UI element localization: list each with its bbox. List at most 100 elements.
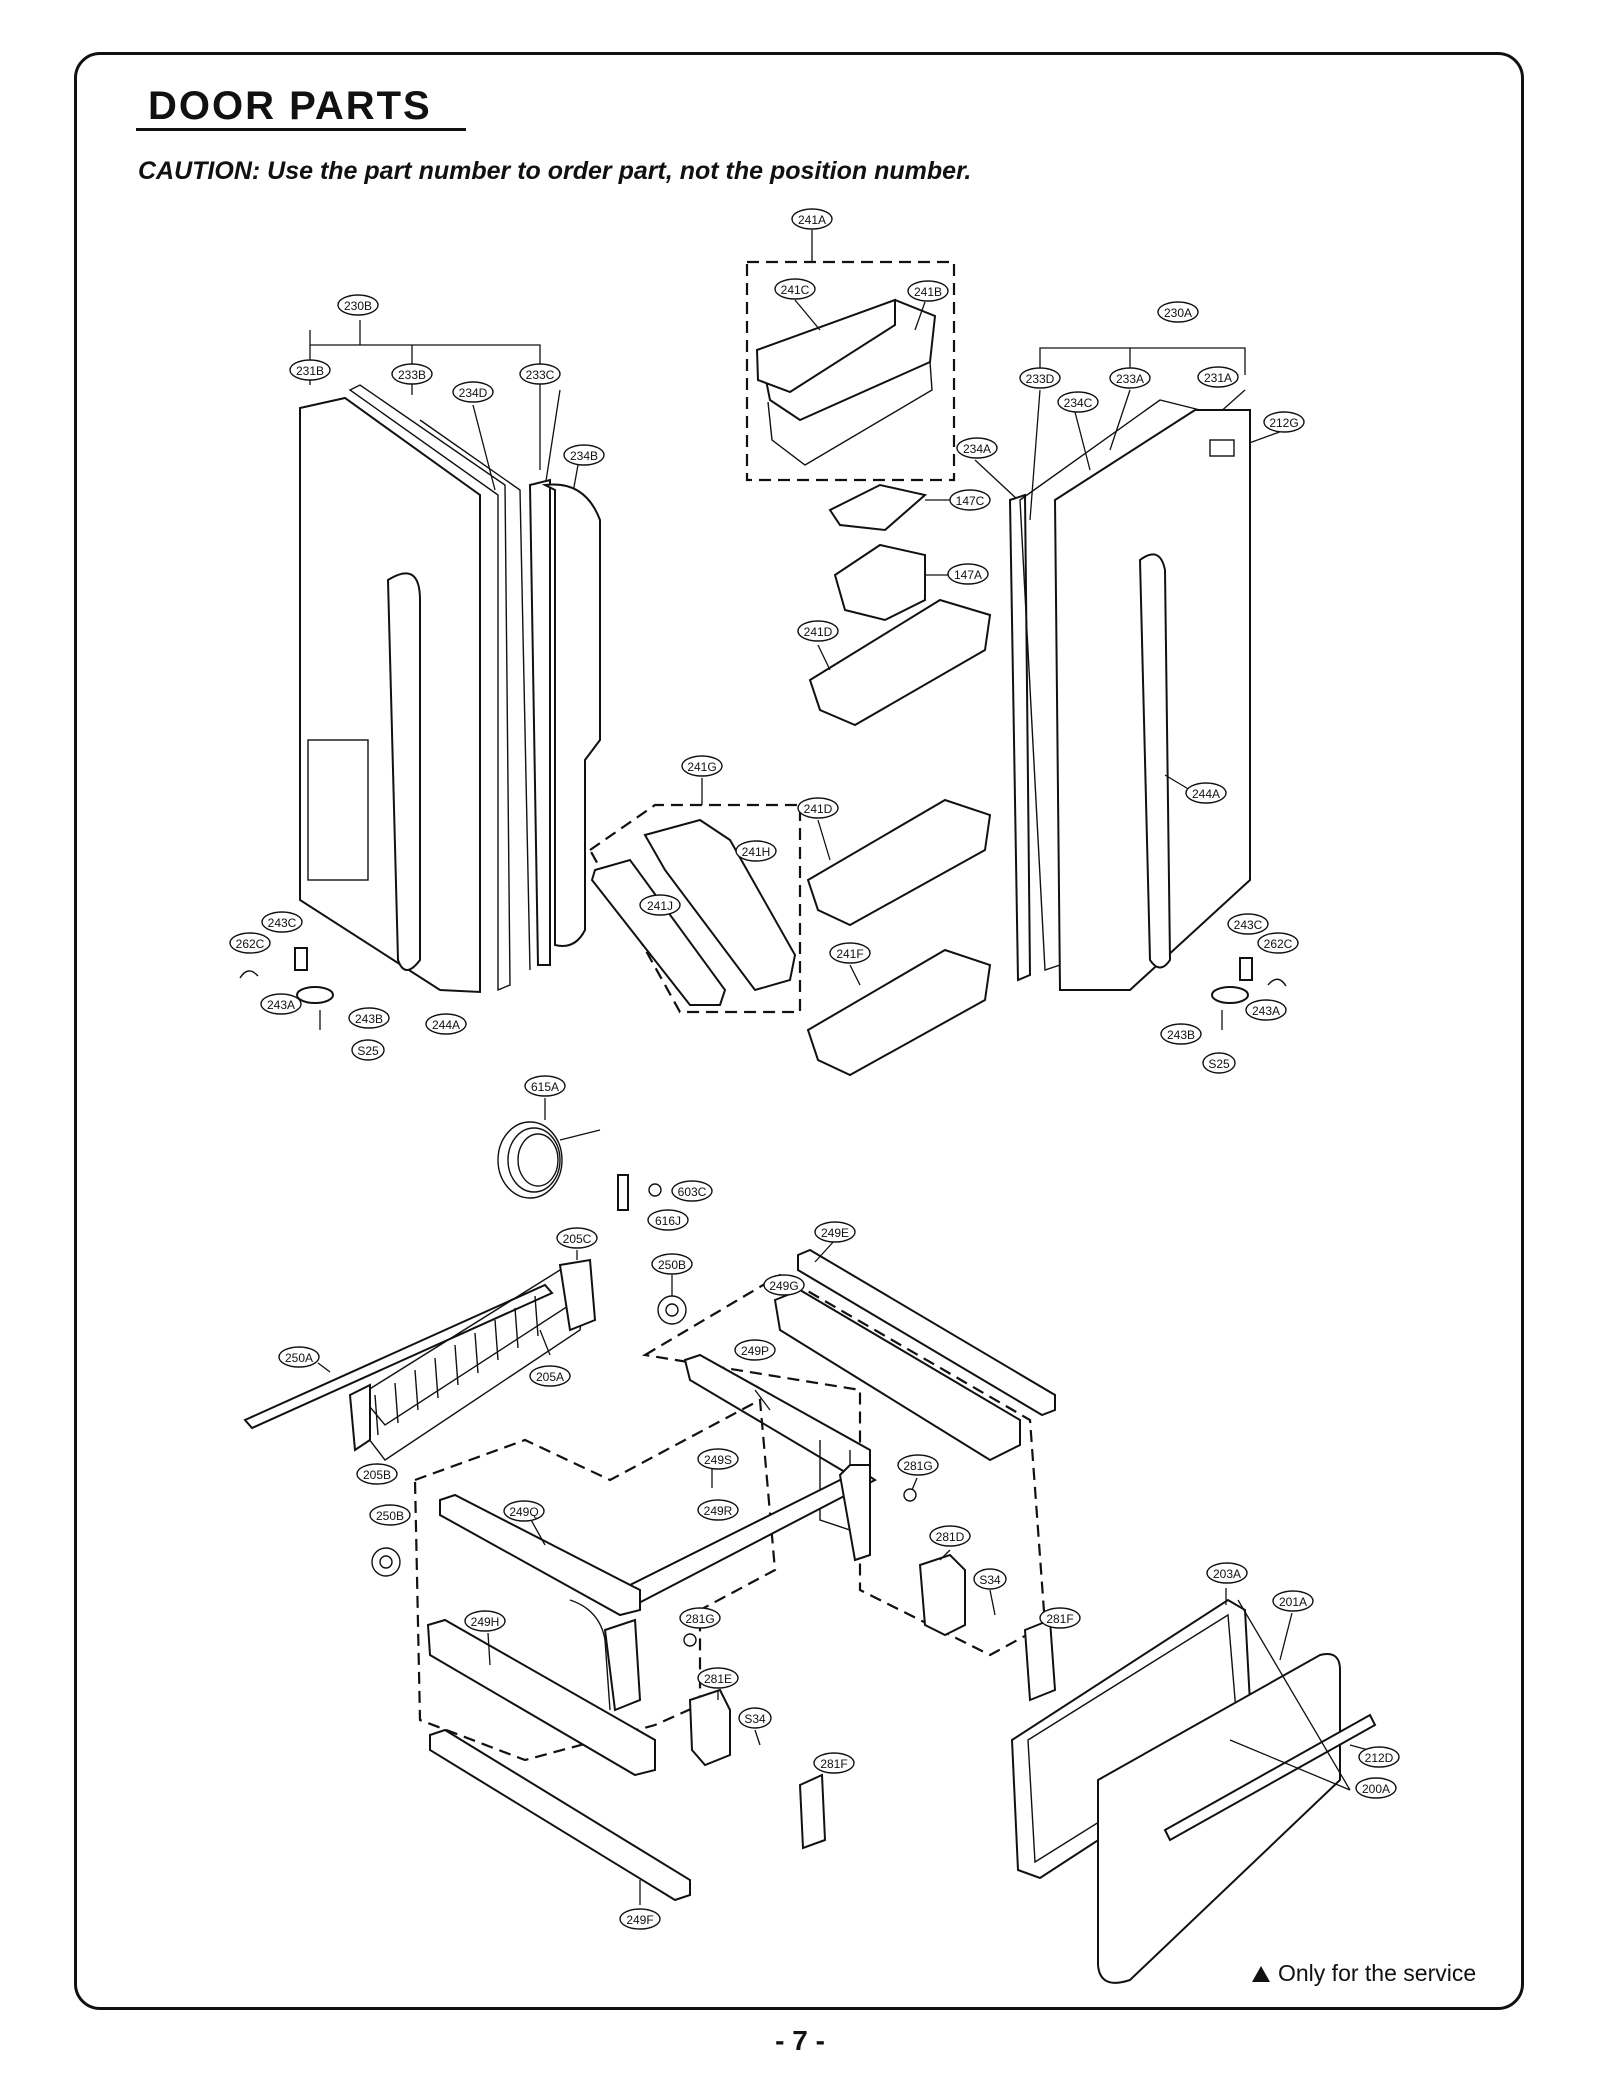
callout-text: 234C (1064, 396, 1093, 410)
callout-250b-a: 250B (651, 1253, 693, 1275)
callout-text: 281G (685, 1612, 714, 1626)
callout-text: 244A (432, 1018, 460, 1032)
callout-text: 201A (1279, 1595, 1307, 1609)
gear-250B-lower (371, 1547, 401, 1577)
bin-147C (828, 483, 928, 532)
rail-249Q (439, 1493, 642, 1712)
group-box-241G (588, 803, 802, 1014)
callout-262c-r: 262C (1257, 932, 1299, 954)
cover-281E (688, 1688, 731, 1767)
callout-text: 249Q (509, 1505, 538, 1519)
callout-250a: 250A (278, 1346, 320, 1368)
group-box-249G (641, 1273, 1047, 1657)
callout-text: 243C (268, 916, 297, 930)
callout-text: 250A (285, 1351, 313, 1365)
callout-text: S25 (1208, 1057, 1230, 1071)
callout-text: 281D (936, 1530, 965, 1544)
callout-text: 249E (821, 1226, 849, 1240)
callout-text: 615A (531, 1080, 559, 1094)
rail-250A (243, 1283, 554, 1430)
callout-233c: 233C (519, 363, 561, 385)
page-number: - 7 - (775, 2025, 825, 2056)
callout-241b: 241B (907, 280, 949, 302)
callout-text: 603C (678, 1185, 707, 1199)
callout-text: 233C (526, 368, 555, 382)
callout-text: 281F (1046, 1612, 1073, 1626)
service-triangle-icon (1252, 1965, 1270, 1982)
callout-text: S34 (979, 1573, 1001, 1587)
callout-234a: 234A (956, 437, 998, 459)
callout-text: 241B (914, 285, 942, 299)
callout-text: 281E (704, 1672, 732, 1686)
water-tube-615A (497, 1121, 601, 1199)
callout-text: 234B (570, 449, 598, 463)
callout-text: 243A (267, 998, 295, 1012)
right-door-panel (1053, 409, 1251, 991)
rail-249F (429, 1728, 691, 1902)
cover-281D (918, 1553, 966, 1637)
callout-text: 243B (355, 1012, 383, 1026)
callout-231b: 231B (289, 359, 331, 381)
cross-bar-249R (618, 1464, 877, 1607)
callout-text: 233A (1116, 372, 1144, 386)
callout-241h: 241H (735, 840, 777, 862)
right-hinge-assembly (1211, 957, 1287, 1030)
cover-281F-right (1023, 1618, 1057, 1702)
callout-text: 243C (1234, 918, 1263, 932)
callout-615a: 615A (524, 1075, 566, 1097)
callout-text: 281G (903, 1459, 932, 1473)
callout-text: S25 (357, 1044, 379, 1058)
callout-241f: 241F (829, 942, 871, 964)
callout-text: 243B (1167, 1028, 1195, 1042)
callout-241c: 241C (774, 278, 816, 300)
callout-s25-l: S25 (351, 1039, 385, 1061)
callout-text: 205C (563, 1232, 592, 1246)
callout-281f-a: 281F (1039, 1607, 1081, 1629)
callout-text: 230B (344, 299, 372, 313)
callout-s34-b: S34 (738, 1707, 772, 1729)
callout-text: 250B (658, 1258, 686, 1272)
callout-243b-r: 243B (1160, 1023, 1202, 1045)
group-box-241A (745, 260, 956, 482)
callout-text: 147A (954, 568, 982, 582)
callout-603c: 603C (671, 1180, 713, 1202)
callout-249e: 249E (814, 1221, 856, 1243)
callout-241d-a: 241D (797, 620, 839, 642)
callout-230a: 230A (1157, 301, 1199, 323)
callout-text: 249F (626, 1913, 653, 1927)
service-footnote: Only for the service (1252, 1960, 1476, 1987)
callout-243b-l: 243B (348, 1007, 390, 1029)
callout-205b: 205B (356, 1463, 398, 1485)
callout-text: 147C (956, 494, 985, 508)
callout-234d: 234D (452, 381, 494, 403)
callout-243a-r: 243A (1245, 999, 1287, 1021)
bin-241D-upper (808, 598, 992, 727)
callout-281d: 281D (929, 1525, 971, 1547)
callout-text: 205B (363, 1468, 391, 1482)
callout-201a: 201A (1272, 1590, 1314, 1612)
callout-249p: 249P (734, 1339, 776, 1361)
callout-text: 241F (836, 947, 863, 961)
cover-281F-lower (798, 1773, 827, 1850)
callout-205c: 205C (556, 1227, 598, 1249)
callout-281e: 281E (697, 1667, 739, 1689)
callout-231a: 231A (1197, 366, 1239, 388)
callout-233b: 233B (391, 363, 433, 385)
callout-text: 200A (1362, 1782, 1390, 1796)
callout-text: 234A (963, 442, 991, 456)
callout-text: 233B (398, 368, 426, 382)
page-title: DOOR PARTS (148, 84, 432, 128)
bin-241F (806, 948, 992, 1077)
callout-616j: 616J (647, 1209, 689, 1231)
callout-text: 234D (459, 386, 488, 400)
callout-text: 241D (804, 625, 833, 639)
bin-241D-lower (806, 798, 992, 927)
callout-244a-l: 244A (425, 1013, 467, 1035)
callout-212d: 212D (1358, 1746, 1400, 1768)
left-hinge-assembly (239, 947, 334, 1030)
callout-s34-a: S34 (973, 1568, 1007, 1590)
callout-241g: 241G (681, 755, 723, 777)
callout-text: 616J (655, 1214, 681, 1228)
callout-243a-l: 243A (260, 993, 302, 1015)
callout-212g: 212G (1263, 411, 1305, 433)
